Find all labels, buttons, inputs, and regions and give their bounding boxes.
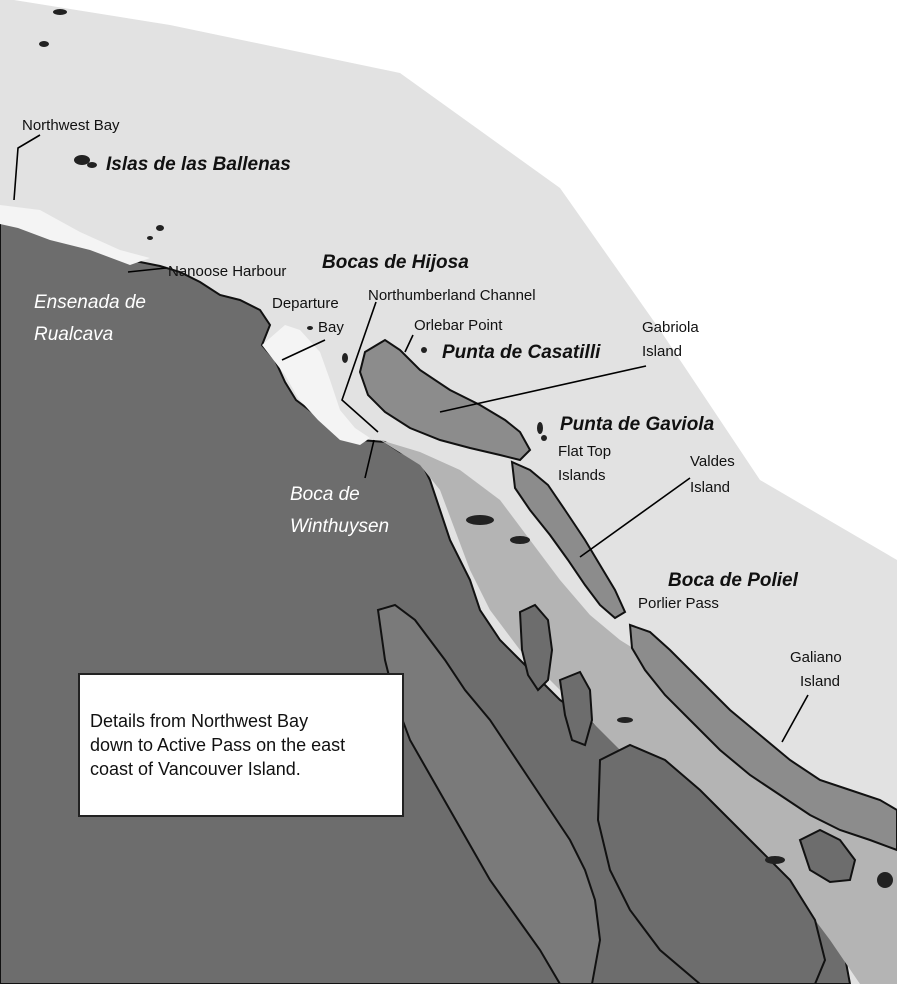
leader-valdes xyxy=(579,477,691,558)
label-punta-casatilli: Punta de Casatilli xyxy=(442,342,601,363)
label-galiano-1: Galiano xyxy=(790,649,842,666)
saltspring-island xyxy=(596,743,827,984)
label-punta-gaviola: Punta de Gaviola xyxy=(560,414,715,435)
label-flattop-1: Flat Top xyxy=(558,443,611,460)
info-line-2: down to Active Pass on the east xyxy=(90,735,346,755)
thetis-island xyxy=(518,603,554,692)
nanoose-islet xyxy=(156,225,164,231)
label-boca-poliel: Boca de Poliel xyxy=(668,570,799,591)
western-peninsula xyxy=(376,603,602,984)
info-line-3: coast of Vancouver Island. xyxy=(90,759,301,779)
departure-islet xyxy=(307,326,313,330)
label-porlier-pass: Porlier Pass xyxy=(638,595,719,612)
ballenas-islet xyxy=(74,155,90,165)
channel-islet xyxy=(466,515,494,525)
label-flattop-2: Islands xyxy=(558,467,606,484)
label-ensenada-1: Ensenada de xyxy=(34,292,146,313)
info-line-1: Details from Northwest Bay xyxy=(90,711,309,731)
leader-nanoose xyxy=(127,267,167,273)
label-gabriola-1: Gabriola xyxy=(642,319,699,336)
flattop-islet xyxy=(537,422,543,434)
label-orlebar-point: Orlebar Point xyxy=(414,317,503,334)
leader-northumberland xyxy=(341,301,379,433)
label-departure-1: Departure xyxy=(272,295,339,312)
valdes-island xyxy=(510,460,627,620)
flattop-islet-2 xyxy=(541,435,547,441)
galiano-islet-2 xyxy=(877,872,893,888)
north-islet-2 xyxy=(53,9,67,15)
parker-island xyxy=(798,828,857,884)
leader-northwest-bay xyxy=(13,134,41,201)
channel-islet-2 xyxy=(510,536,530,544)
label-galiano-2: Island xyxy=(800,673,840,690)
info-box: Details from Northwest Bay down to Activ… xyxy=(78,673,404,817)
nanaimo-harbour xyxy=(262,325,370,445)
coastal-band xyxy=(0,205,150,265)
nanoose-islet-2 xyxy=(147,236,153,240)
kuper-island xyxy=(558,670,594,747)
label-boca-winthuysen-2: Winthuysen xyxy=(290,516,389,537)
casatilli-islet xyxy=(421,347,427,353)
label-bocas-hijosa: Bocas de Hijosa xyxy=(322,252,469,273)
label-boca-winthuysen-1: Boca de xyxy=(290,484,360,505)
porlier-islet xyxy=(617,717,633,723)
leader-galiano xyxy=(781,694,809,743)
leader-winthuysen xyxy=(364,439,375,479)
label-islas-ballenas: Islas de las Ballenas xyxy=(106,154,291,175)
galiano-islet xyxy=(765,856,785,864)
ballenas-islet-2 xyxy=(87,162,97,168)
inner-channel xyxy=(380,440,897,984)
label-nanoose-harbour: Nanoose Harbour xyxy=(168,263,286,280)
leader-departure xyxy=(281,339,326,361)
leader-gabriola xyxy=(439,365,647,413)
departure-islet-2 xyxy=(342,353,348,363)
label-ensenada-2: Rualcava xyxy=(34,324,113,345)
label-valdes-2: Island xyxy=(690,479,730,496)
label-northwest-bay: Northwest Bay xyxy=(22,117,120,134)
north-islet xyxy=(39,41,49,47)
leader-orlebar xyxy=(404,334,414,353)
label-northumberland: Northumberland Channel xyxy=(368,287,536,304)
label-valdes-1: Valdes xyxy=(690,453,735,470)
label-gabriola-2: Island xyxy=(642,343,682,360)
gabriola-island xyxy=(358,338,532,462)
label-departure-2: Bay xyxy=(318,319,344,336)
galiano-island xyxy=(628,623,897,852)
